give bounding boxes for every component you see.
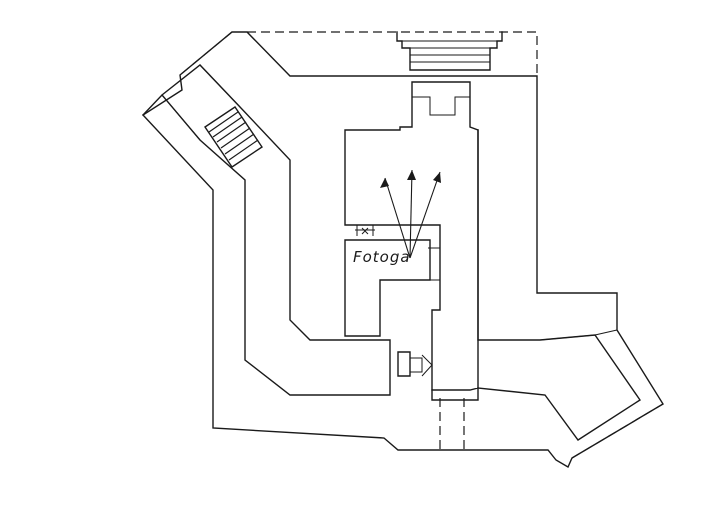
left-corridor-divider: [161, 64, 241, 141]
stepped-tower: [396, 31, 503, 71]
top-right-wall-dashed: [247, 31, 538, 76]
tower-steps: [402, 40, 497, 63]
left-corridor-outer: [142, 64, 391, 396]
lower-door-symbol: [397, 351, 433, 377]
right-corridor: [477, 129, 641, 441]
photographer-box: Fotoga: [344, 225, 441, 337]
right-lower-wall-dashed: [571, 403, 664, 459]
outer-wall: [141, 31, 664, 468]
lower-passage: [431, 387, 479, 401]
top-wall-dashed: [179, 31, 233, 76]
right-corridor-inner: [539, 329, 618, 341]
stair-block: [204, 106, 263, 168]
view-direction-arrows: [380, 169, 441, 259]
central-chamber: [344, 81, 479, 391]
chamber-notches: [412, 96, 470, 116]
room-label: Fotoga: [353, 248, 411, 266]
